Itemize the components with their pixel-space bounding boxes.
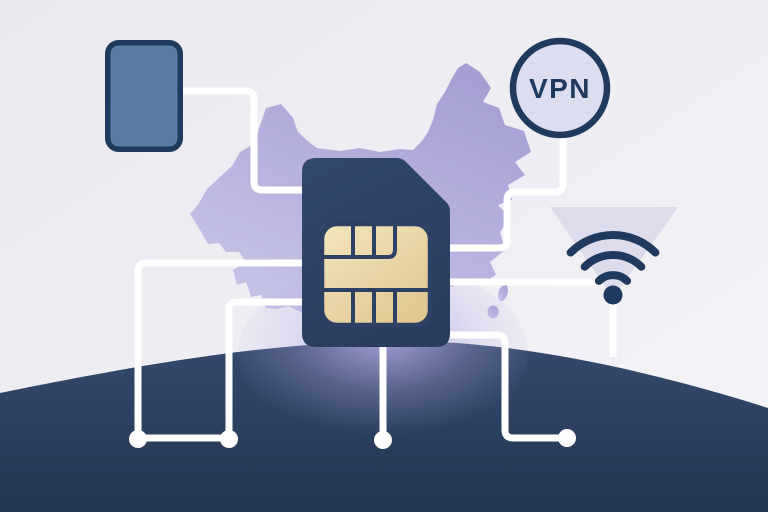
connector-network-dots [129, 429, 576, 449]
connector-vpn-to-sim [448, 134, 567, 252]
phone-icon [105, 40, 183, 152]
vpn-badge: VPN [509, 37, 611, 139]
sim-chip [319, 221, 433, 328]
connector-phone-to-sim [180, 87, 306, 194]
connector-left-node-a [134, 259, 306, 436]
connector-left-node-b [225, 298, 306, 436]
node-dot-right [558, 429, 576, 447]
map-island-taiwan [498, 284, 508, 302]
connector-sim-to-right-node [448, 331, 560, 442]
connectors [134, 87, 617, 442]
wifi-icon [566, 231, 660, 305]
sim-card [302, 158, 450, 347]
wifi-arc-outer [566, 231, 660, 257]
vpn-badge-label: VPN [529, 73, 591, 104]
wifi-arc-inner [594, 271, 632, 285]
node-dot-left-a [129, 430, 147, 448]
wifi-dot [603, 285, 623, 305]
node-dot-left-b [220, 430, 238, 448]
chip-divider [324, 226, 397, 259]
vpn-badge-circle [509, 37, 611, 139]
node-dot-center [374, 431, 392, 449]
wifi-arc-middle [580, 250, 646, 271]
sim-chip-contacts [324, 226, 428, 324]
